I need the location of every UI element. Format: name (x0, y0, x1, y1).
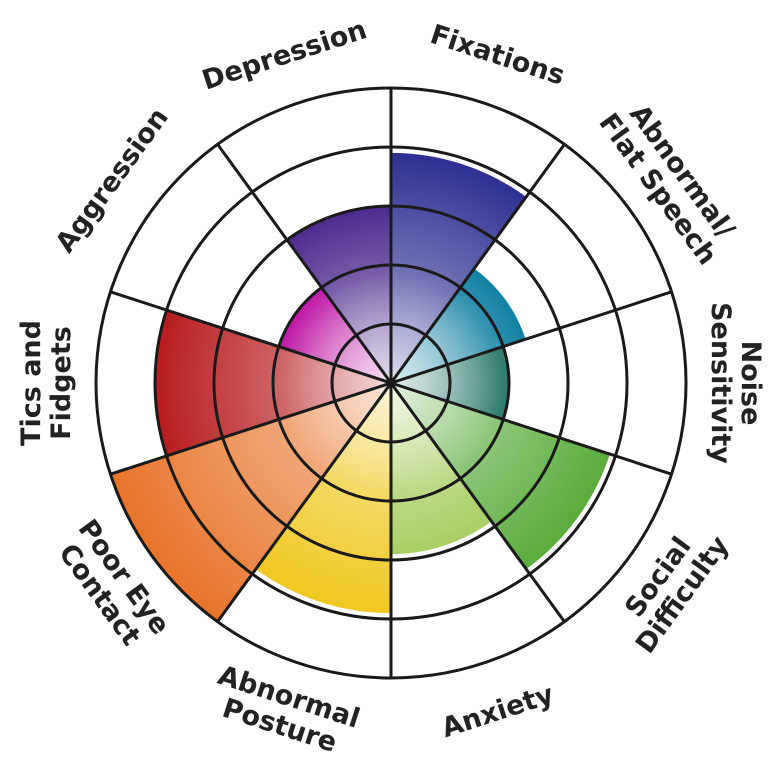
grid-spoke-6 (216, 382, 393, 623)
grid-spoke-9 (216, 143, 393, 384)
category-label-line: Sensitivity (705, 302, 736, 464)
grid-spoke-1 (389, 143, 566, 384)
category-label-line: Depression (199, 14, 371, 96)
category-label-line: Anxiety (438, 679, 558, 744)
label-aggression: Aggression (50, 102, 175, 258)
category-label-line: Fidgets (46, 326, 77, 440)
category-label-line: Fixations (426, 19, 568, 92)
grid-spoke-7 (109, 381, 392, 476)
category-label-line: Aggression (50, 102, 175, 258)
category-label-line: Tics and (16, 320, 47, 446)
label-depression: Depression (199, 14, 371, 96)
label-fixations: Fixations (426, 19, 568, 92)
category-label-line: Noise (735, 341, 766, 426)
grid-spoke-3 (390, 381, 673, 476)
grid-spoke-8 (109, 290, 392, 385)
label-abnormal-flat-speech: Abnormal/Flat Speech (592, 99, 740, 271)
label-anxiety: Anxiety (438, 679, 558, 744)
grid-spoke-4 (389, 382, 566, 623)
grid-layer (94, 86, 688, 680)
grid-spoke-2 (390, 290, 673, 385)
